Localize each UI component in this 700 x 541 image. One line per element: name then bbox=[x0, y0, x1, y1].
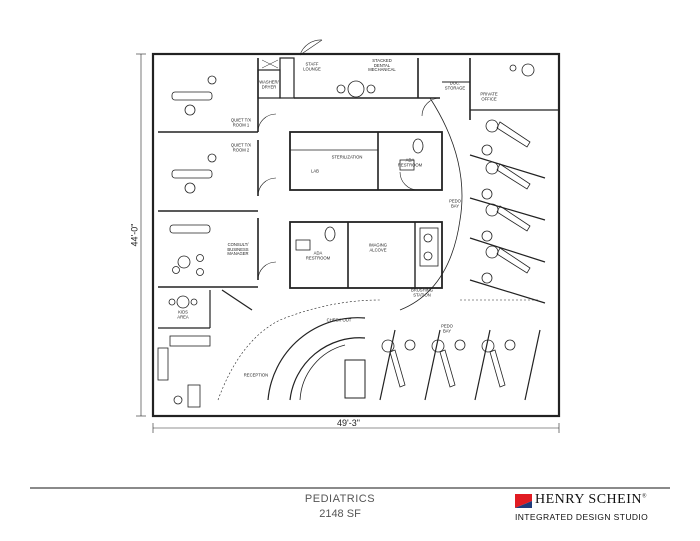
imaging-block bbox=[289, 221, 443, 289]
brand-name: HENRY SCHEIN bbox=[535, 492, 642, 507]
room-label-doc-storage: DOC. STORAGE bbox=[444, 80, 466, 90]
brand-subtitle: INTEGRATED DESIGN STUDIO bbox=[515, 512, 649, 522]
room-label-imaging-alcove: IMAGING ALCOVE bbox=[368, 242, 388, 252]
room-label-washer-dryer: WASHER/ DRYER bbox=[259, 79, 279, 89]
footer-divider bbox=[30, 487, 670, 489]
floor-plan bbox=[136, 39, 561, 433]
room-label-private-office: PRIVATE OFFICE bbox=[480, 91, 498, 101]
depth-dimension: 44'-0" bbox=[129, 223, 140, 247]
room-label-pedo-bay-2: PEDO BAY bbox=[441, 323, 453, 333]
room-label-staff-lounge: STAFF LOUNGE bbox=[303, 61, 321, 71]
room-label-quiet-tx-2: QUIET T/X ROOM 2 bbox=[230, 142, 252, 152]
outer-wall bbox=[151, 52, 561, 418]
dental-chair bbox=[381, 339, 516, 388]
plan-title: PEDIATRICS bbox=[304, 493, 376, 505]
brand-mark: ® bbox=[642, 493, 648, 500]
room-label-ada-restroom-2: ADA RESTROOM bbox=[305, 250, 331, 260]
henry-schein-logo: HENRY SCHEIN® INTEGRATED DESIGN STUDIO bbox=[515, 492, 675, 532]
sterilization-block bbox=[289, 131, 443, 191]
flag-icon bbox=[515, 494, 532, 508]
room-label-kids-area: KIDS AREA bbox=[177, 309, 189, 319]
room-label-brushing-station: BRUSHING STATION bbox=[410, 287, 434, 297]
dental-chair bbox=[481, 119, 531, 284]
room-label-check-out: CHECK OUT bbox=[326, 317, 352, 323]
room-label-stacked-mechanical: STACKED DENTAL MECHANICAL bbox=[368, 58, 396, 73]
plan-area: 2148 SF bbox=[319, 508, 361, 520]
room-label-quiet-tx-1: QUIET T/X ROOM 1 bbox=[230, 117, 252, 127]
room-label-reception: RECEPTION bbox=[243, 372, 269, 378]
room-label-sterilization: STERILIZATION bbox=[331, 154, 363, 160]
room-label-consult: CONSULT/ BUSINESS MANAGER bbox=[227, 242, 249, 257]
room-label-ada-restroom-1: ADA RESTROOM bbox=[397, 157, 423, 167]
room-label-lab: LAB bbox=[311, 168, 319, 174]
width-dimension: 49'-3" bbox=[337, 418, 360, 428]
room-label-pedo-bay-1: PEDO BAY bbox=[449, 198, 461, 208]
